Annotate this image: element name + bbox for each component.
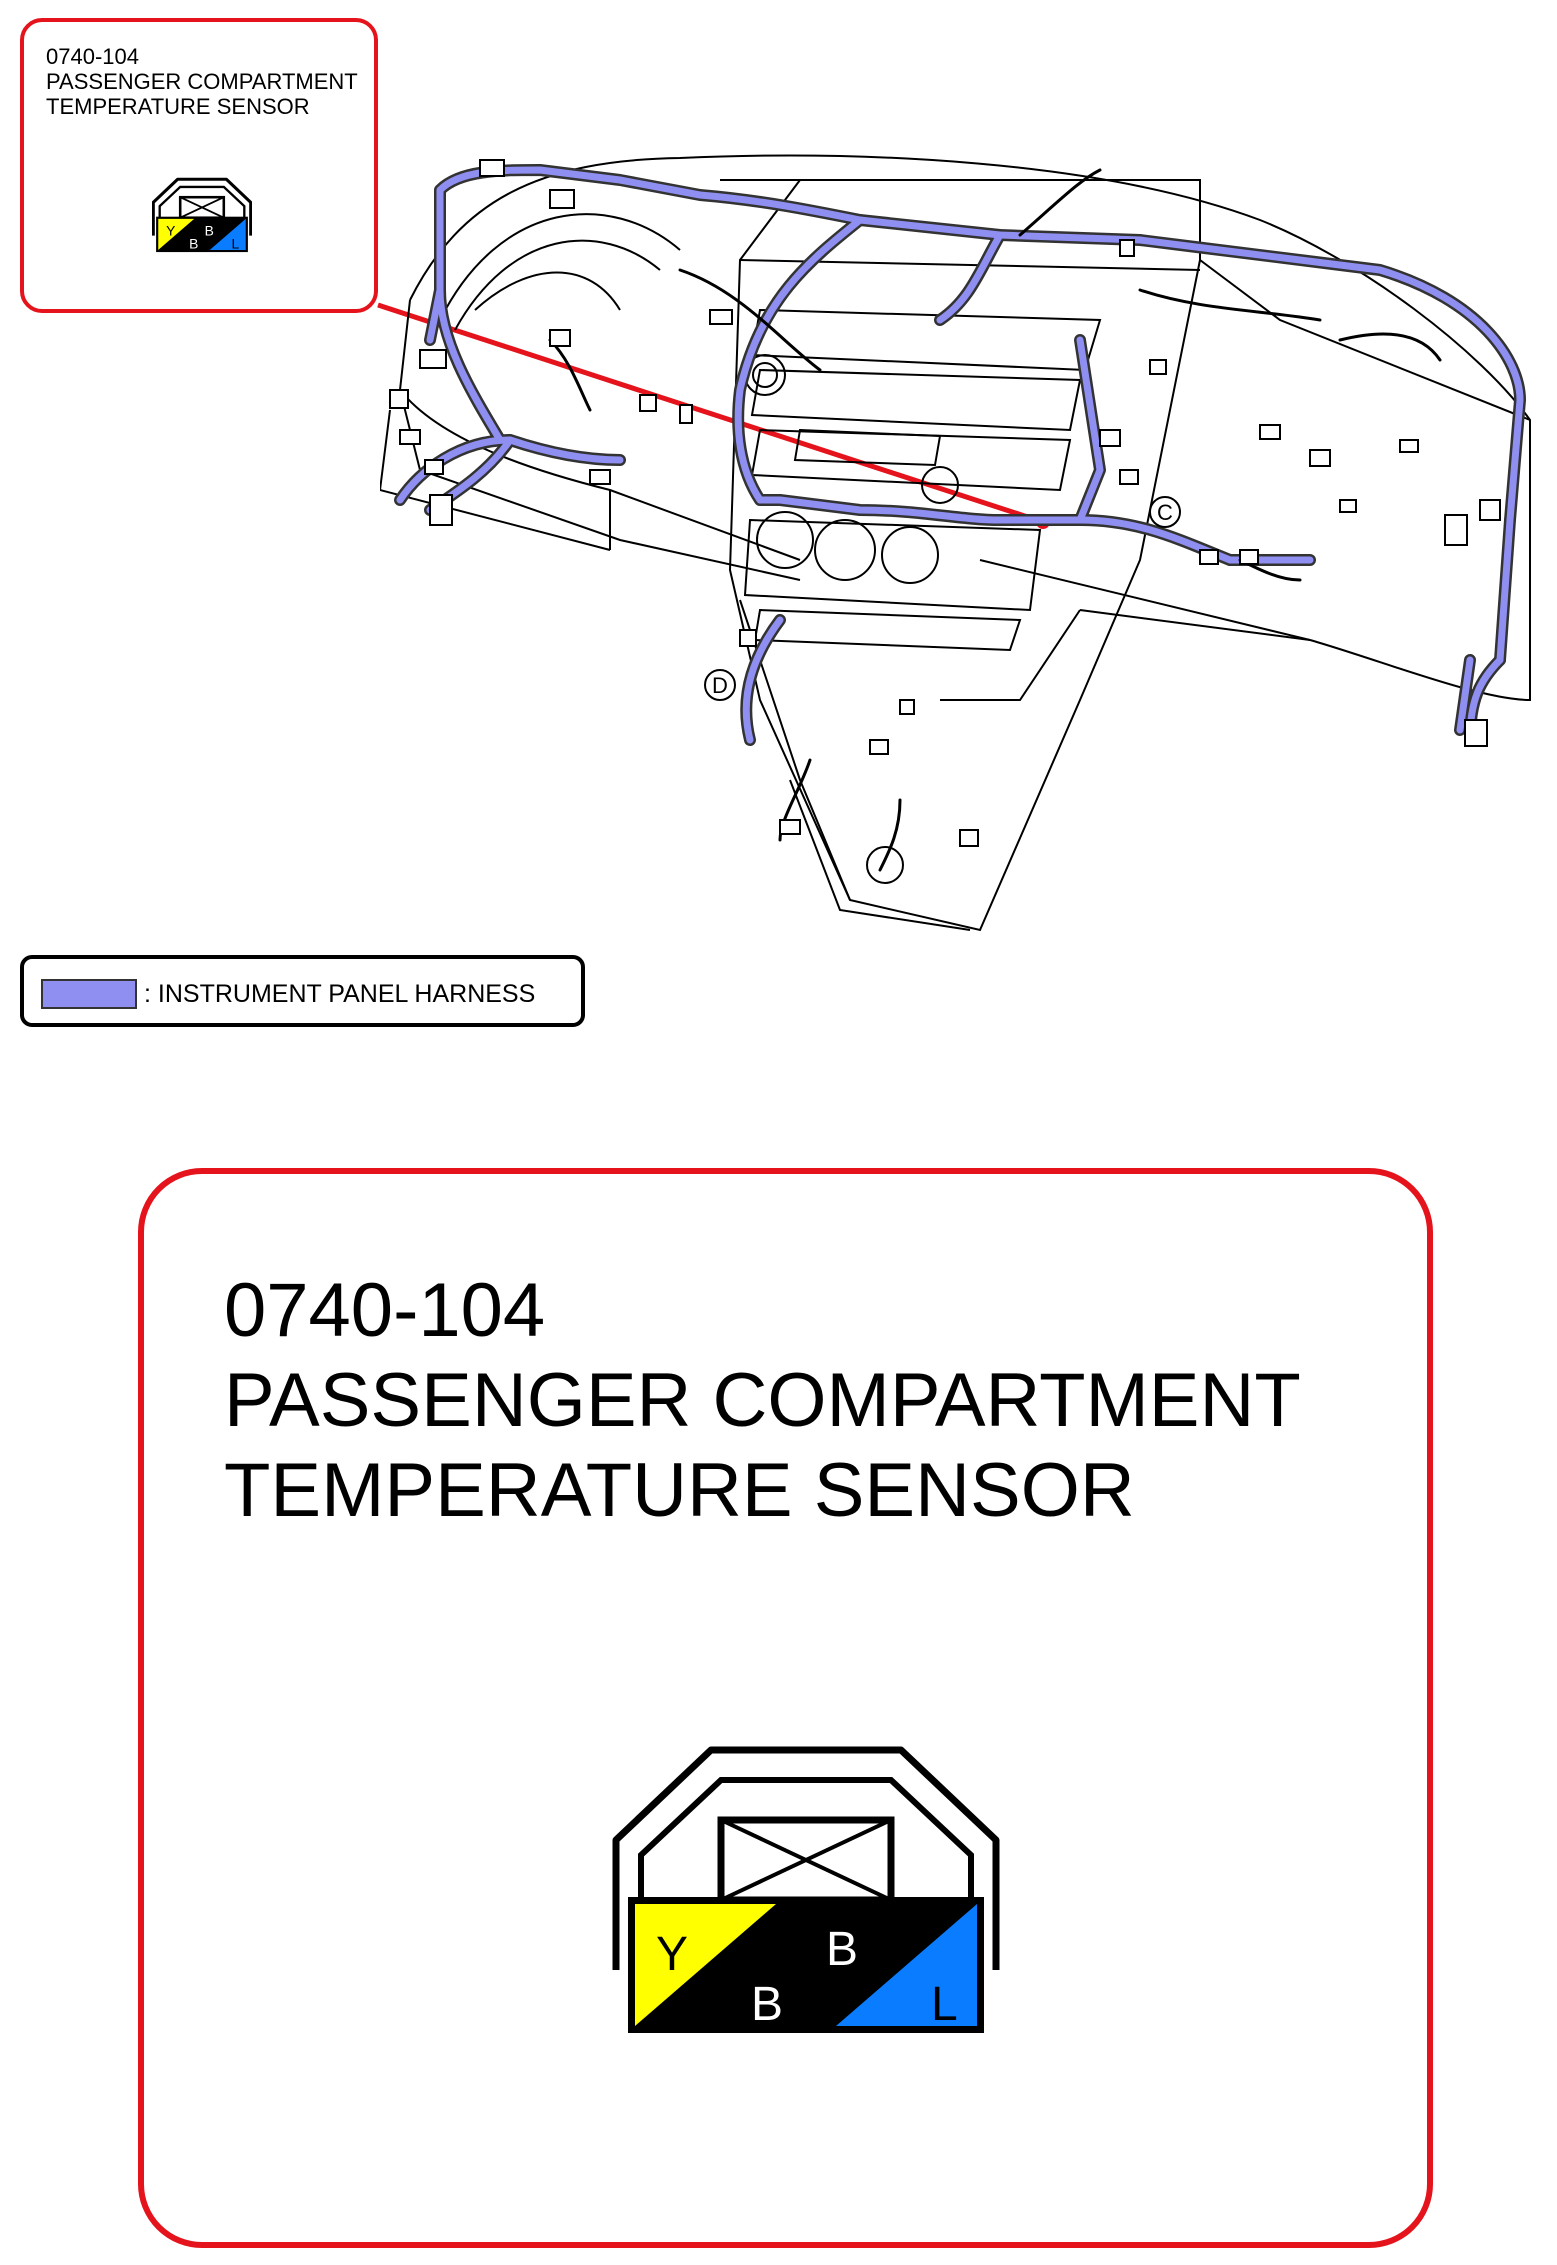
- pin-label-l: L: [931, 1978, 958, 2031]
- connector-callout-large: 0740-104 PASSENGER COMPARTMENT TEMPERATU…: [138, 1168, 1433, 2248]
- pin-label-l-small: L: [231, 235, 239, 251]
- connector-code-small: 0740-104: [46, 44, 139, 69]
- connector-code-large: 0740-104: [224, 1268, 546, 1353]
- pin-label-b2: B: [751, 1978, 783, 2031]
- instrument-panel-harness-drawing: C D: [380, 154, 1531, 932]
- harness-color-swatch: [41, 979, 137, 1009]
- connector-title-line1-small: PASSENGER COMPARTMENT: [46, 69, 358, 94]
- connector-title-line2-large: TEMPERATURE SENSOR: [224, 1448, 1135, 1533]
- connector-callout-small: 0740-104 PASSENGER COMPARTMENT TEMPERATU…: [20, 18, 378, 313]
- pin-label-b1-small: B: [205, 223, 214, 239]
- connector-title-line2-small: TEMPERATURE SENSOR: [46, 94, 310, 119]
- connector-title-line1-large: PASSENGER COMPARTMENT: [224, 1358, 1301, 1443]
- pin-label-y-small: Y: [166, 223, 175, 239]
- harness-legend-text: : INSTRUMENT PANEL HARNESS: [144, 980, 536, 1008]
- pin-label-y: Y: [656, 1928, 688, 1981]
- pin-label-b2-small: B: [189, 235, 198, 251]
- pin-label-b1: B: [826, 1923, 858, 1976]
- location-mark-c: C: [1157, 500, 1173, 525]
- location-mark-d: D: [712, 673, 728, 698]
- connector-face-icon-large: Y B B L: [612, 1746, 1000, 2033]
- connector-face-icon-small: Y B B L: [152, 177, 252, 253]
- harness-legend: : INSTRUMENT PANEL HARNESS: [20, 955, 585, 1027]
